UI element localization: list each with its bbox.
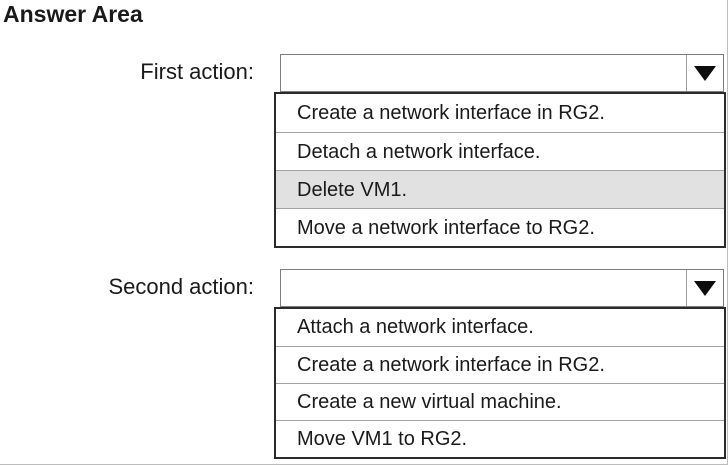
second-action-dropdown-arrow-button[interactable]	[686, 270, 723, 306]
chevron-down-icon	[694, 65, 716, 81]
dropdown-option[interactable]: Create a new virtual machine.	[276, 383, 724, 420]
second-action-label: Second action:	[108, 274, 254, 299]
page-title: Answer Area	[3, 1, 143, 27]
first-action-dropdown[interactable]	[280, 54, 724, 92]
second-action-options-list: Attach a network interface. Create a net…	[274, 307, 726, 459]
dropdown-option[interactable]: Move VM1 to RG2.	[276, 420, 724, 457]
second-action-dropdown[interactable]	[280, 269, 724, 307]
dropdown-option[interactable]: Create a network interface in RG2.	[276, 346, 724, 383]
second-action-dropdown-value[interactable]	[281, 270, 686, 306]
dropdown-option[interactable]: Detach a network interface.	[276, 132, 724, 170]
first-action-options-list: Create a network interface in RG2. Detac…	[274, 92, 726, 248]
dropdown-option[interactable]: Delete VM1.	[276, 170, 724, 208]
chevron-down-icon	[694, 280, 716, 296]
first-action-dropdown-arrow-button[interactable]	[686, 55, 723, 91]
first-action-dropdown-value[interactable]	[281, 55, 686, 91]
dropdown-option[interactable]: Attach a network interface.	[276, 309, 724, 346]
dropdown-option[interactable]: Create a network interface in RG2.	[276, 94, 724, 132]
dropdown-option[interactable]: Move a network interface to RG2.	[276, 208, 724, 246]
first-action-label: First action:	[140, 59, 254, 84]
